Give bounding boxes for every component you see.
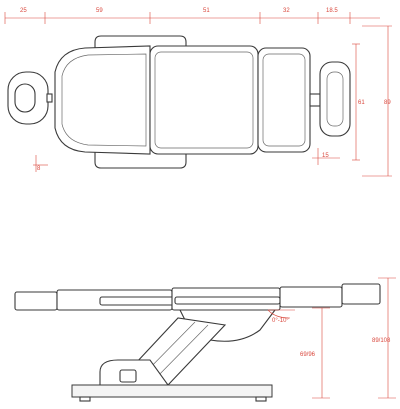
foot-connector — [309, 93, 321, 107]
dim-tilt-angle: 0°-10° — [272, 318, 289, 324]
backrest — [54, 45, 151, 155]
side-headrest — [14, 291, 58, 311]
side-seat-armrest — [174, 296, 281, 305]
headrest-face-hole — [14, 83, 36, 113]
foot-left — [79, 396, 91, 402]
dim-inner-width: 61 — [358, 100, 365, 106]
side-leg-section — [279, 286, 343, 308]
side-armrest — [99, 296, 179, 306]
dim-height-1: 69/96 — [300, 352, 316, 358]
dim-foot-width: 18.5 — [326, 8, 338, 14]
motor-box — [119, 369, 137, 383]
dim-foot-gap: 15 — [322, 153, 329, 159]
dim-leg-width: 32 — [283, 8, 290, 14]
leg-section — [257, 47, 311, 153]
footrest — [319, 61, 351, 137]
base-plate — [71, 384, 273, 398]
seat — [149, 45, 259, 155]
dim-head-width: 25 — [20, 8, 27, 14]
dim-armrest-gap: 8 — [37, 166, 41, 172]
dim-back-width: 59 — [96, 8, 103, 14]
dim-seat-width: 51 — [203, 8, 210, 14]
tilt-arc — [267, 309, 291, 319]
side-footrest — [341, 283, 381, 305]
headrest-connector — [46, 93, 53, 103]
side-view: 0°-10° 69/96 89/108 — [14, 277, 396, 402]
dim-height-2: 89/108 — [372, 338, 391, 344]
top-view: 25 59 51 32 18.5 61 89 — [4, 8, 392, 177]
foot-right — [255, 396, 267, 402]
dim-overall-width: 89 — [384, 100, 391, 106]
